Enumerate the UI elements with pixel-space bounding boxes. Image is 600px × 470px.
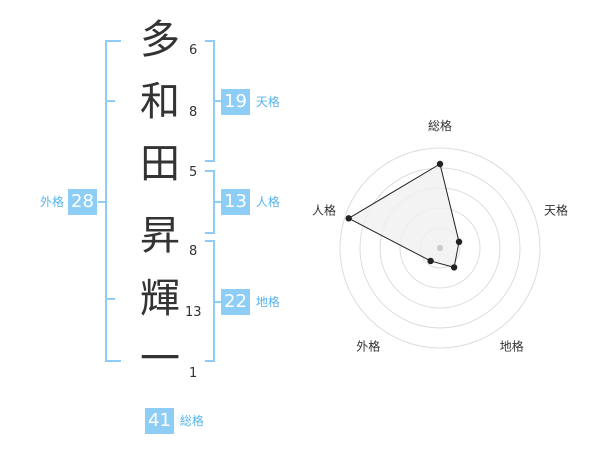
tenkaku-bracket — [205, 40, 215, 162]
name-char-6: 一 — [140, 336, 180, 382]
jinkaku-badge: 13 — [221, 189, 250, 215]
stroke-count-4: 8 — [189, 244, 198, 259]
radar-axis-label-5: 人格 — [312, 202, 336, 217]
gaikaku-bracket — [105, 40, 121, 362]
radar-axis-label-1: 総格 — [428, 118, 452, 133]
stroke-count-2: 8 — [189, 105, 198, 120]
soukaku-group: 41 総格 — [145, 408, 204, 434]
tenkaku-badge: 19 — [221, 89, 250, 115]
stroke-count-5: 13 — [185, 305, 202, 320]
tenkaku-connector — [215, 100, 221, 102]
radar-ring — [339, 147, 541, 349]
soukaku-label: 総格 — [179, 414, 204, 428]
tenkaku-label: 天格 — [255, 95, 280, 109]
radar-point-2 — [455, 238, 463, 246]
gaikaku-label: 外格 — [40, 195, 65, 209]
chikaku-bracket — [205, 240, 215, 362]
name-char-3: 田 — [140, 141, 180, 187]
jinkaku-connector — [215, 201, 221, 203]
stroke-count-1: 6 — [189, 43, 198, 58]
name-char-2: 和 — [140, 79, 180, 125]
stroke-count-6: 1 — [189, 366, 198, 381]
radar-polygon — [347, 163, 460, 269]
jinkaku-bracket — [205, 170, 215, 234]
jinkaku-label: 人格 — [255, 195, 280, 209]
radar-point-5 — [345, 215, 352, 222]
chikaku-connector — [215, 301, 221, 303]
gaikaku-connector — [98, 201, 106, 203]
chikaku-label: 地格 — [255, 295, 280, 309]
chikaku-badge: 22 — [221, 289, 250, 315]
radar-point-3 — [450, 264, 458, 271]
jinkaku-group: 13 人格 — [221, 189, 280, 215]
gaikaku-badge: 28 — [68, 189, 97, 215]
radar-point-4 — [427, 257, 434, 265]
chikaku-group: 22 地格 — [221, 289, 280, 315]
radar-axis-label-3: 地格 — [500, 339, 524, 354]
radar-axis-label-4: 外格 — [356, 339, 380, 354]
stroke-count-3: 5 — [189, 165, 198, 180]
soukaku-badge: 41 — [145, 408, 174, 434]
radar-points — [345, 160, 463, 271]
name-char-5: 輝 — [140, 276, 180, 322]
gaikaku-bracket-tick — [105, 100, 115, 102]
radar-axis-label-2: 天格 — [544, 202, 568, 217]
tenkaku-group: 19 天格 — [221, 89, 280, 115]
name-char-4: 昇 — [140, 213, 180, 259]
radar-point-1 — [436, 160, 444, 168]
gaikaku-group: 外格 28 — [40, 189, 97, 215]
radar-center-dot — [437, 245, 443, 251]
gaikaku-bracket-tick — [105, 298, 115, 300]
name-char-1: 多 — [140, 17, 180, 63]
